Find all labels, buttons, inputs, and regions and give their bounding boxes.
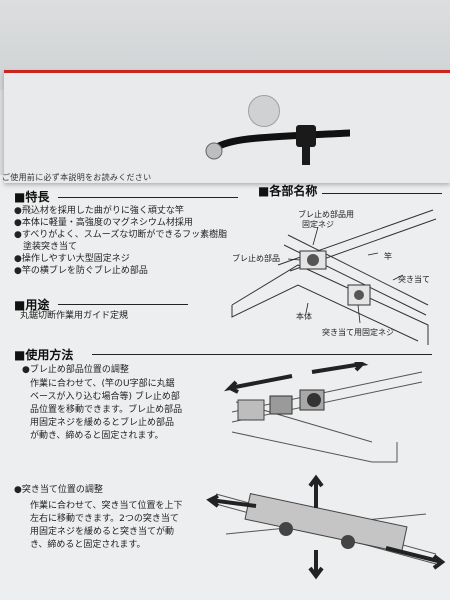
step2-title: ●突き当て位置の調整 (14, 485, 103, 495)
label-tsukiate: 突き当て (398, 275, 430, 284)
step1-text: 作業に合わせて、(竿のU字部に丸鋸 ベースが入り込む場合等) ブレ止め部 品位置… (30, 379, 183, 441)
label-sao: 竿 (384, 252, 392, 261)
package-header-card (4, 70, 450, 183)
purpose-divider (58, 304, 188, 305)
feature-item: ●操作しやすい大型固定ネジ (14, 254, 130, 264)
purpose-text: 丸鋸切断作業用ガイド定規 (20, 311, 129, 321)
feature-item: ●飛込材を採用した曲がりに強く頑丈な竿 (14, 206, 184, 216)
step2-text: 作業に合わせて、突き当て位置を上下 左右に移動できます。2つの突き当て 用固定ネ… (30, 501, 183, 550)
purpose-title: ■用途 (14, 298, 50, 312)
step1-title: ●ブレ止め部品位置の調整 (22, 365, 129, 375)
feature-item: 塗装突き当て (14, 242, 78, 252)
header-note: ご使用前に必ず本説明をお読みください (2, 173, 152, 182)
label-tsukiate-screw: 突き当て用固定ネジ (322, 328, 394, 337)
step2-diagram (206, 474, 446, 580)
step1-diagram (223, 362, 423, 463)
hang-hole (248, 95, 280, 127)
feature-item: ●すべりがよく、スムーズな切断ができるフッ素樹脂 (14, 230, 228, 240)
features-divider (58, 197, 238, 198)
label-bure-screw-2: 固定ネジ (302, 220, 334, 229)
parts-divider (322, 193, 442, 194)
features-list: ●飛込材を採用した曲がりに強く頑丈な竿 ●本体に軽量・高強度のマグネシウム材採用… (14, 205, 227, 277)
label-hontai: 本体 (296, 312, 312, 321)
label-bure: ブレ止め部品 (232, 254, 280, 263)
strap-clip-image (205, 125, 350, 165)
method-divider (92, 354, 432, 355)
feature-item: ●竿の横ブレを防ぐブレ止め部品 (14, 266, 148, 276)
parts-title: ■各部名称 (258, 184, 318, 198)
feature-item: ●本体に軽量・高強度のマグネシウム材採用 (14, 218, 193, 228)
method-title: ■使用方法 (14, 348, 74, 362)
label-bure-screw-1: ブレ止め部品用 (298, 210, 354, 219)
parts-diagram (231, 209, 437, 345)
features-title: ■特長 (14, 190, 50, 204)
